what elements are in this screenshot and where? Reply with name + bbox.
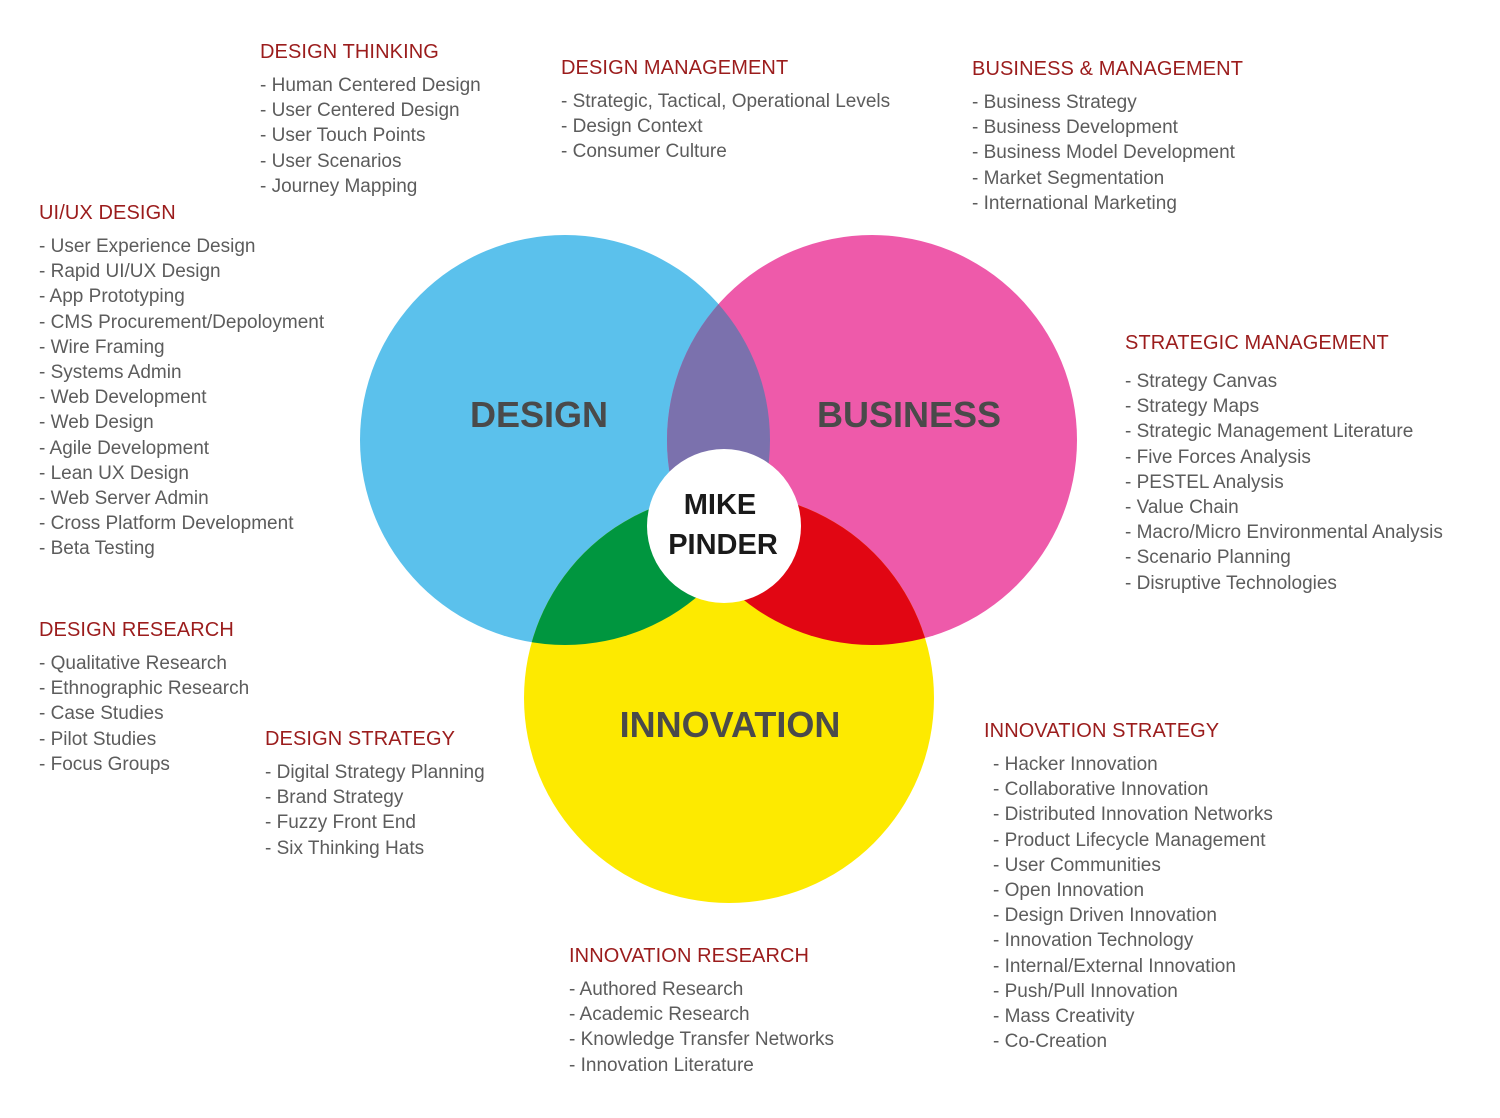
list-item: - Mass Creativity [993, 1006, 1135, 1028]
list-item: - Beta Testing [39, 538, 155, 560]
list-item: - User Experience Design [39, 236, 256, 257]
design-thinking-block: DESIGN THINKING - Human Centered Design … [260, 40, 481, 199]
strategic-management-block: STRATEGIC MANAGEMENT - Strategy Canvas -… [1125, 331, 1443, 596]
list-item: - Distributed Innovation Networks [993, 804, 1273, 826]
list-item: - Strategy Canvas [1125, 371, 1278, 392]
list-item: - Market Segmentation [972, 167, 1165, 189]
business-management-list: - Business Strategy - Business Developme… [972, 90, 1243, 216]
list-item: - Systems Admin [39, 362, 182, 384]
list-item: - Design Driven Innovation [993, 905, 1217, 927]
list-item: - Qualitative Research [39, 653, 227, 674]
list-item: - User Centered Design [260, 100, 460, 122]
list-item: - Ethnographic Research [39, 678, 250, 700]
list-item: - Product Lifecycle Management [993, 829, 1266, 851]
list-item: - Co-Creation [993, 1031, 1108, 1053]
list-item: - Push/Pull Innovation [993, 980, 1178, 1002]
design-thinking-heading: DESIGN THINKING [260, 41, 439, 63]
design-research-heading: DESIGN RESEARCH [39, 619, 234, 641]
list-item: - Case Studies [39, 703, 164, 725]
list-item: - Internal/External Innovation [993, 955, 1236, 977]
innovation-strategy-list: - Hacker Innovation - Collaborative Inno… [984, 752, 1273, 1054]
list-item: - Strategic Management Literature [1125, 421, 1414, 443]
center-name-first: MIKE [684, 489, 757, 521]
list-item: - Web Development [39, 387, 207, 409]
list-item: - International Marketing [972, 192, 1177, 214]
list-item: - Open Innovation [993, 880, 1145, 902]
list-item: - Scenario Planning [1125, 547, 1291, 569]
list-item: - Lean UX Design [39, 462, 189, 484]
strategic-management-heading: STRATEGIC MANAGEMENT [1125, 332, 1389, 354]
list-item: - PESTEL Analysis [1125, 471, 1284, 493]
list-item: - CMS Procurement/Depoloyment [39, 311, 325, 333]
design-research-block: DESIGN RESEARCH - Qualitative Research -… [39, 618, 249, 777]
list-item: - Six Thinking Hats [265, 837, 425, 859]
innovation-strategy-block: INNOVATION STRATEGY - Hacker Innovation … [984, 719, 1273, 1054]
list-item: - Pilot Studies [39, 728, 157, 750]
list-item: - Collaborative Innovation [993, 779, 1209, 801]
design-innovation-overlap [524, 493, 770, 645]
list-item: - Fuzzy Front End [265, 812, 416, 834]
ui-ux-design-list: - User Experience Design - Rapid UI/UX D… [39, 234, 324, 562]
list-item: - Value Chain [1125, 497, 1239, 519]
list-item: - Business Strategy [972, 92, 1137, 113]
innovation-strategy-heading: INNOVATION STRATEGY [984, 720, 1220, 742]
center-name-last: PINDER [668, 529, 778, 561]
business-innovation-overlap [667, 493, 934, 645]
list-item: - Consumer Culture [561, 141, 727, 163]
design-management-block: DESIGN MANAGEMENT - Strategic, Tactical,… [561, 56, 890, 165]
list-item: - Agile Development [39, 437, 210, 459]
list-item: - Business Model Development [972, 142, 1235, 164]
list-item: - Web Server Admin [39, 488, 209, 510]
list-item: - Human Centered Design [260, 75, 481, 96]
list-item: - Strategy Maps [1125, 396, 1260, 418]
list-item: - Brand Strategy [265, 787, 404, 809]
design-research-list: - Qualitative Research - Ethnographic Re… [39, 651, 249, 777]
list-item: - Business Development [972, 117, 1178, 139]
innovation-label: INNOVATION [620, 704, 841, 745]
list-item: - Academic Research [569, 1004, 750, 1026]
design-strategy-list: - Digital Strategy Planning - Brand Stra… [265, 760, 485, 861]
list-item: - Journey Mapping [260, 175, 418, 197]
list-item: - User Scenarios [260, 150, 402, 172]
list-item: - Wire Framing [39, 336, 165, 358]
list-item: - Five Forces Analysis [1125, 446, 1311, 468]
list-item: - Design Context [561, 116, 703, 138]
strategic-management-list: - Strategy Canvas - Strategy Maps - Stra… [1125, 369, 1443, 596]
innovation-research-list: - Authored Research - Academic Research … [569, 977, 834, 1078]
list-item: - User Communities [993, 854, 1161, 876]
list-item: - Hacker Innovation [993, 754, 1158, 775]
list-item: - Authored Research [569, 979, 744, 1000]
design-management-list: - Strategic, Tactical, Operational Level… [561, 89, 890, 165]
design-management-heading: DESIGN MANAGEMENT [561, 57, 789, 79]
list-item: - Disruptive Technologies [1125, 572, 1337, 594]
design-strategy-block: DESIGN STRATEGY - Digital Strategy Plann… [265, 727, 485, 861]
list-item: - Web Design [39, 412, 154, 434]
design-strategy-heading: DESIGN STRATEGY [265, 728, 456, 750]
center-circle [647, 449, 801, 603]
list-item: - Knowledge Transfer Networks [569, 1029, 835, 1051]
list-item: - User Touch Points [260, 125, 426, 147]
ui-ux-design-block: UI/UX DESIGN - User Experience Design - … [39, 201, 324, 562]
innovation-research-block: INNOVATION RESEARCH - Authored Research … [569, 944, 834, 1078]
design-thinking-list: - Human Centered Design - User Centered … [260, 73, 481, 199]
list-item: - Focus Groups [39, 753, 170, 775]
business-management-heading: BUSINESS & MANAGEMENT [972, 58, 1244, 80]
list-item: - Rapid UI/UX Design [39, 261, 221, 283]
list-item: - Innovation Literature [569, 1054, 754, 1076]
business-management-block: BUSINESS & MANAGEMENT - Business Strateg… [972, 57, 1243, 216]
innovation-research-heading: INNOVATION RESEARCH [569, 945, 810, 967]
list-item: - Cross Platform Development [39, 513, 294, 535]
business-label: BUSINESS [817, 394, 1001, 435]
list-item: - Digital Strategy Planning [265, 762, 485, 783]
list-item: - App Prototyping [39, 286, 185, 308]
list-item: - Macro/Micro Environmental Analysis [1125, 522, 1443, 544]
ui-ux-design-heading: UI/UX DESIGN [39, 202, 176, 224]
design-label: DESIGN [470, 394, 608, 435]
list-item: - Strategic, Tactical, Operational Level… [561, 91, 891, 112]
list-item: - Innovation Technology [993, 930, 1194, 952]
